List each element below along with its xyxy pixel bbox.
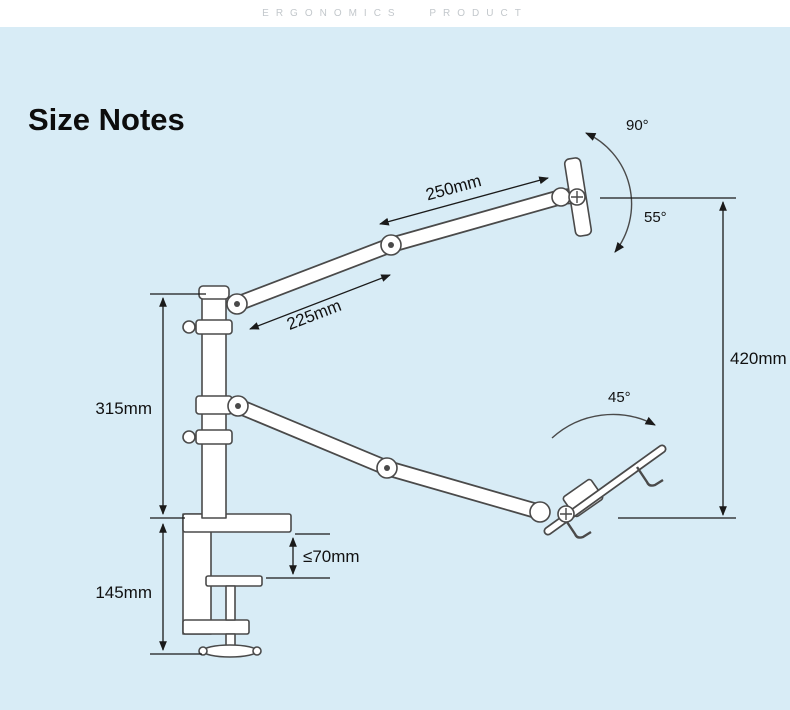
brand-banner: ERGONOMICS PRODUCT: [0, 0, 790, 27]
angle-90-label: 90°: [626, 117, 649, 134]
tray-screw-cross-icon: [560, 508, 572, 520]
upper-arm: [229, 188, 580, 312]
tray-hook-left: [564, 518, 592, 539]
clamp-handle: [202, 644, 258, 658]
clamp-handle-ball-left: [198, 646, 208, 656]
pole-collar-lower: [195, 395, 233, 415]
adjust-knob-lower: [182, 430, 196, 444]
dim-250-line: [379, 176, 549, 226]
clamp-screw-upper: [225, 585, 236, 621]
dim-70-label: ≤70mm: [303, 547, 360, 566]
joint-wrist-monitor: [551, 187, 571, 207]
clamp-top-plate: [182, 513, 292, 533]
pole-collar-knob: [195, 429, 233, 445]
monitor-tilt-arc: [585, 132, 633, 253]
dimension-lines: [150, 176, 736, 655]
adjust-knob-upper: [182, 320, 196, 334]
arm-joints: [226, 187, 571, 523]
dim-225-line: [249, 274, 391, 330]
dim-145-label: 145mm: [95, 583, 152, 602]
angle-55-label: 55°: [644, 209, 667, 226]
tray-hook-right: [636, 466, 664, 487]
dim-315-label: 315mm: [95, 399, 152, 418]
lower-arm: [230, 398, 548, 520]
pole-collar-upper: [195, 319, 233, 335]
dim-225-label: 225mm: [284, 296, 344, 334]
clamp-handle-ball-right: [252, 646, 262, 656]
vesa-screw-cross-icon: [571, 191, 583, 203]
laptop-tray: [543, 444, 667, 539]
joint-pins: [234, 242, 394, 471]
brand-text: ERGONOMICS PRODUCT: [262, 8, 528, 19]
angle-45-label: 45°: [608, 389, 631, 406]
joint-wrist-tray: [529, 501, 551, 523]
clamp-bottom-arm: [182, 619, 250, 635]
desk-clamp: [182, 513, 292, 658]
pole-cap: [198, 285, 230, 300]
page-title: Size Notes: [28, 102, 185, 137]
dim-250-label: 250mm: [424, 171, 484, 204]
pole-assembly: [182, 285, 233, 519]
clamp-pad: [205, 575, 263, 587]
dim-420-label: 420mm: [730, 349, 787, 368]
tray-tilt-arc: [551, 413, 656, 439]
